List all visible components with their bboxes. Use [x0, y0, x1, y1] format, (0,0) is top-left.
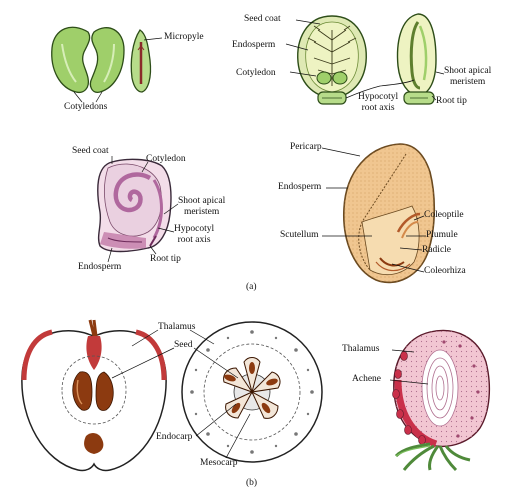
caption-panel-b: (b) — [246, 478, 258, 488]
label-castor-hypocotyl: Hypocotyl root axis — [358, 92, 398, 114]
label-castor-shoot-apical-line1: Shoot apical — [444, 66, 492, 76]
leader-lines-castor — [285, 19, 445, 101]
apple-longitudinal-drawing — [21, 319, 167, 472]
section-seed-drawing — [97, 158, 172, 253]
label-cotyledons: Cotyledons — [64, 102, 108, 112]
label-section-shoot-apical: Shoot apical meristem — [178, 196, 225, 218]
castor-seed-side-drawing — [396, 13, 437, 105]
label-section-shoot-apical-line1: Shoot apical — [178, 196, 226, 206]
label-coleoptile: Coleoptile — [424, 210, 464, 220]
label-section-hypocotyl-line2: root axis — [177, 235, 211, 245]
caption-panel-a: (a) — [246, 282, 257, 292]
label-castor-endosperm: Endosperm — [232, 40, 276, 50]
label-apple-thalamus: Thalamus — [158, 322, 196, 332]
label-achene: Achene — [352, 374, 382, 384]
label-castor-cotyledon: Cotyledon — [236, 68, 276, 78]
leader-lines-maize — [321, 147, 426, 273]
label-pericarp: Pericarp — [290, 142, 322, 152]
label-section-hypocotyl: Hypocotyl root axis — [174, 224, 214, 246]
label-apple-seed: Seed — [174, 340, 193, 350]
label-plumule: Plumule — [426, 230, 458, 240]
label-section-root-tip: Root tip — [150, 254, 181, 264]
bean-side-view-drawing — [130, 29, 152, 93]
leader-lines-strawberry — [389, 349, 429, 385]
label-maize-endosperm: Endosperm — [278, 182, 322, 192]
apple-transverse-drawing — [181, 321, 323, 463]
label-mesocarp: Mesocarp — [200, 458, 238, 468]
label-castor-shoot-apical-line2: meristem — [449, 77, 486, 87]
label-coleorhiza: Coleorhiza — [424, 266, 466, 276]
label-section-shoot-apical-line2: meristem — [183, 207, 220, 217]
label-endocarp: Endocarp — [156, 432, 193, 442]
label-radicle: Radicle — [422, 245, 452, 255]
leader-lines-dicot — [73, 37, 163, 103]
label-castor-hypocotyl-line2: root axis — [361, 103, 395, 113]
label-micropyle: Micropyle — [164, 32, 204, 42]
maize-grain-drawing — [343, 143, 436, 284]
label-castor-seed-coat: Seed coat — [244, 14, 281, 24]
label-section-cotyledon: Cotyledon — [146, 154, 186, 164]
label-scutellum: Scutellum — [280, 230, 319, 240]
label-castor-shoot-apical: Shoot apical meristem — [444, 66, 491, 88]
bean-cotyledons-drawing — [51, 26, 125, 94]
leader-lines-apple — [111, 329, 251, 459]
label-section-endosperm: Endosperm — [78, 262, 122, 272]
castor-seed-drawing — [297, 15, 367, 105]
label-section-hypocotyl-line1: Hypocotyl — [174, 224, 215, 234]
label-section-seed-coat: Seed coat — [72, 146, 109, 156]
leader-lines-section — [107, 156, 179, 263]
label-strawberry-thalamus: Thalamus — [342, 344, 380, 354]
label-castor-hypocotyl-line1: Hypocotyl — [358, 92, 399, 102]
strawberry-drawing — [392, 329, 491, 472]
label-castor-root-tip: Root tip — [436, 96, 467, 106]
